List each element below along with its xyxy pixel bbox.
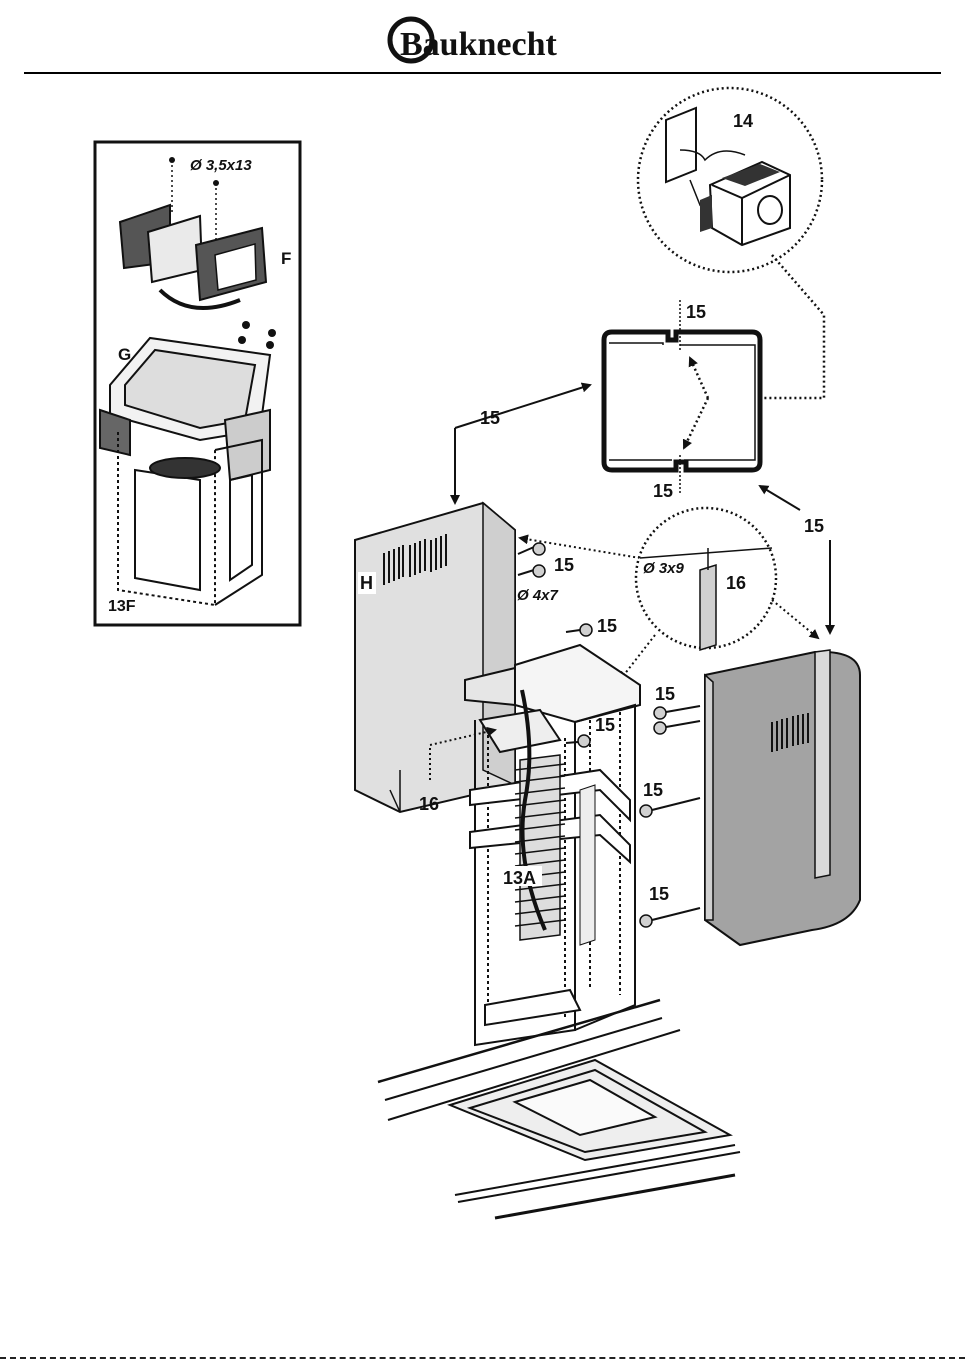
- detail-16-label: 16: [726, 573, 746, 593]
- inset-13f: Ø 3,5x13 F G 13F: [95, 142, 300, 625]
- detail-14: 14: [638, 88, 822, 272]
- screw-spec-4x7: Ø 4x7: [517, 587, 559, 604]
- detail-16: Ø 3x9 16: [636, 508, 776, 650]
- chimney-panel-right: [705, 650, 860, 945]
- callout-15-r3: 15: [649, 884, 669, 904]
- detail-16-screw-spec: Ø 3x9: [643, 560, 685, 577]
- part-f-label: F: [281, 249, 291, 268]
- duct-label-13a: 13A: [503, 868, 536, 888]
- footer-divider: [0, 1357, 965, 1359]
- callout-15-right: 15: [804, 516, 824, 536]
- callout-15-r2: 15: [643, 780, 663, 800]
- callout-15-r1: 15: [655, 684, 675, 704]
- screw-icon: [518, 543, 545, 577]
- flexible-duct: [515, 690, 595, 945]
- callout-15-frame-mid: 15: [595, 715, 615, 735]
- chimney-panel-h: H: [355, 503, 515, 812]
- inset-label-13f: 13F: [108, 598, 136, 615]
- detail-14-label: 14: [733, 111, 753, 131]
- callout-16-frame: 16: [419, 794, 439, 814]
- chimney-section: 15 15: [604, 300, 760, 501]
- callout-15-frame-top: 15: [597, 616, 617, 636]
- section-callout-15: 15: [653, 481, 673, 501]
- section-callout-15: 15: [686, 302, 706, 322]
- inset-screw-spec: Ø 3,5x13: [190, 157, 252, 174]
- callout-15-screws: 15: [554, 555, 574, 575]
- part-h-label: H: [360, 573, 373, 593]
- callout-15-left: 15: [480, 408, 500, 428]
